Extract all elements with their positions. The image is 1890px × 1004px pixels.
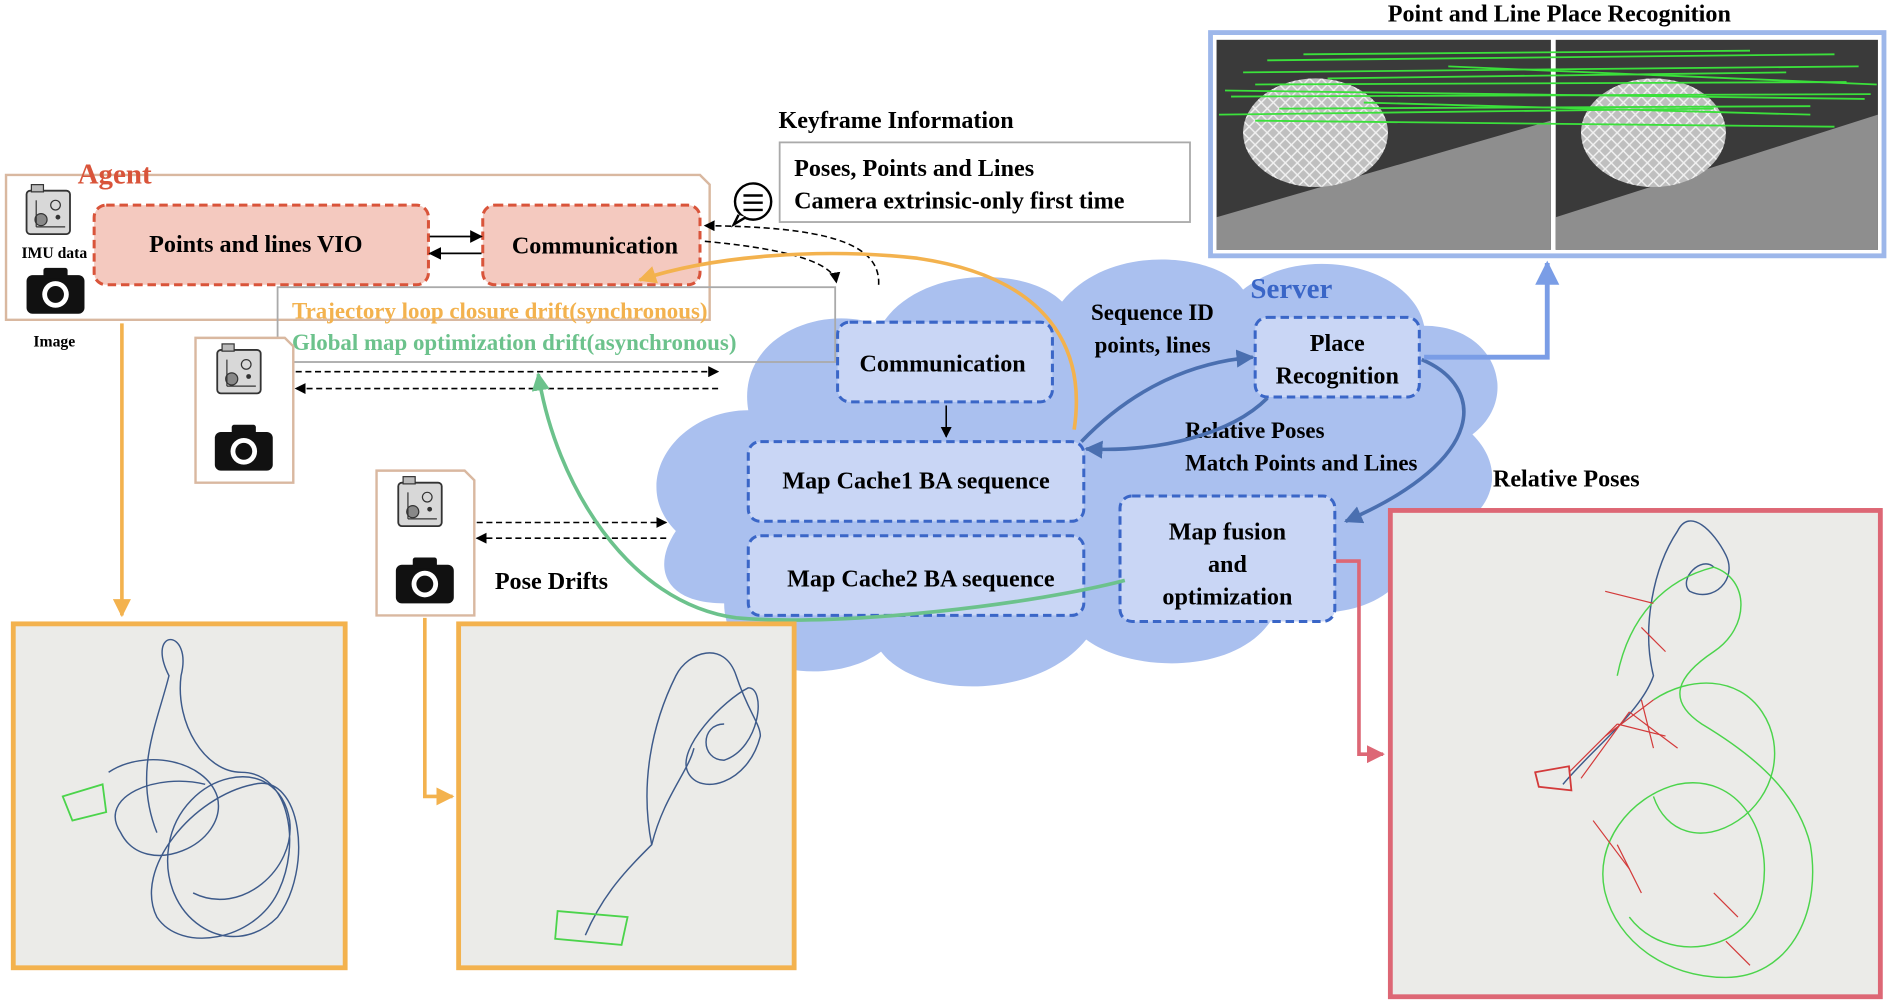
global-optimization-arrow [531,372,1126,622]
trajectory-1-marker [61,783,108,822]
keyframe-line2: Camera extrinsic-only first time [794,188,1125,215]
place-to-cache-arrow [1084,396,1269,459]
pose-drifts-label: Pose Drifts [495,568,608,595]
agent2-imu-icon [216,343,262,395]
keyframe-return-arrow [703,220,880,285]
message-icon [730,182,773,228]
map-fusion-label-3: optimization [1162,584,1293,611]
trajectory-panel-1 [10,621,348,971]
server-title: Server [1250,273,1332,305]
image-label: Image [33,333,75,350]
place-image-title: Point and Line Place Recognition [1388,1,1732,28]
server-communication-box [836,320,1054,404]
place-recognition-label-1: Place [1310,330,1365,357]
drift-label-box [276,286,837,363]
imu-data-label: IMU data [21,245,87,262]
place-recognition-label-2: Recognition [1276,363,1400,390]
vio-box [92,203,430,287]
relative-poses-match-label-2: Match Points and Lines [1185,451,1417,476]
relative-pose-links [1568,590,1751,966]
map-cache2-label: Map Cache2 BA sequence [787,565,1055,592]
relative-poses-marker [1534,765,1573,792]
map-fusion-box [1118,494,1337,623]
map-cache1-label: Map Cache1 BA sequence [782,468,1050,495]
keyframe-line1: Poses, Points and Lines [794,155,1034,182]
sequence-label-1: Sequence ID [1091,300,1214,325]
agent-title: Agent [78,158,152,190]
place-recognition-box [1253,315,1421,399]
relative-poses-match-label-1: Relative Poses [1185,418,1324,443]
trajectory-2-marker [554,910,629,946]
relative-poses-trajectories [1562,520,1814,979]
map-cache1-box [746,440,1086,523]
cache-to-place-arrow [1080,349,1255,443]
keyframe-title: Keyframe Information [778,107,1014,134]
trajectory-1 [108,639,300,939]
place-to-image-arrow [1424,260,1560,360]
vio-label: Points and lines VIO [149,231,362,258]
keyframe-box [778,141,1191,223]
place-recognition-image [1216,39,1878,250]
agent-communication-box [481,203,702,287]
place-to-fusion-arrow [1344,357,1466,524]
agent-frame [4,173,711,321]
agent3-imu-icon [397,475,443,528]
fusion-to-relative-arrow [1336,559,1385,764]
sequence-label-2: points, lines [1095,332,1211,357]
trajectory-2 [584,652,762,936]
global-map-drift-label: Global map optimization drift(asynchrono… [292,330,736,355]
map-fusion-label-1: Map fusion [1169,518,1287,545]
camera-icon [26,267,85,314]
map-fusion-label-2: and [1208,551,1247,578]
server-communication-label: Communication [859,351,1026,378]
agent-communication-label: Communication [512,232,679,259]
relative-poses-panel [1387,508,1883,1000]
relative-poses-label: Relative Poses [1493,465,1640,492]
loop-closure-drift-label: Trajectory loop closure drift(synchronou… [292,299,708,324]
agent3-to-traj2-arrow [423,617,455,806]
loop-closure-arrow [637,251,1079,430]
imu-sensor-icon [25,183,71,236]
